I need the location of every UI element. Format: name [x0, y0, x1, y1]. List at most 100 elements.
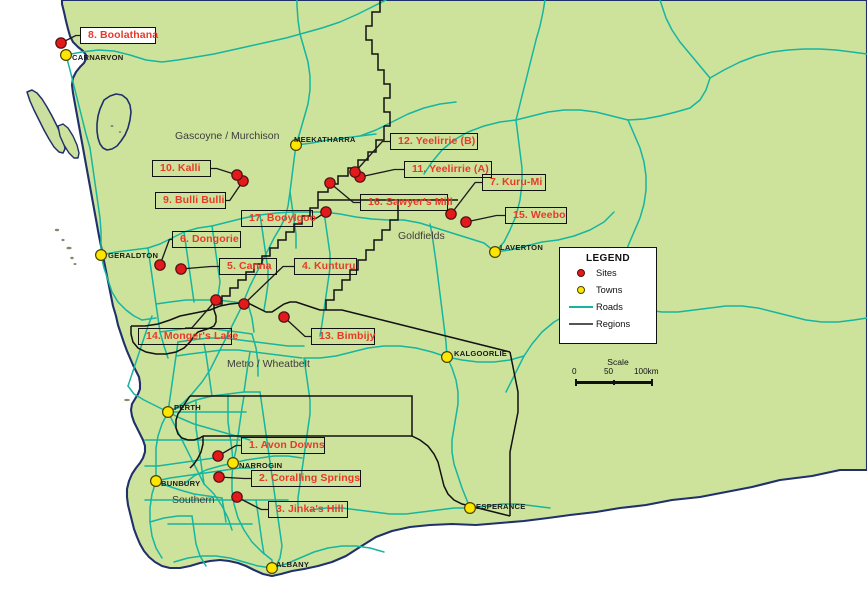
land-polygon-mainland [60, 0, 867, 578]
region-name-gascoyne-murchison: Gascoyne / Murchison [175, 130, 280, 142]
site-label-text: 11. Yeelirrie (A) [412, 163, 489, 176]
town-name-meekatharra: MEEKATHARRA [294, 135, 356, 144]
region-name-southern: Southern [172, 494, 215, 506]
site-label-13[interactable]: 13. Bimbijy [311, 328, 375, 345]
legend-item-regions: Regions [560, 316, 656, 332]
landmass-group [26, 0, 867, 578]
site-label-6[interactable]: 6. Dongorie [172, 231, 241, 248]
legend-item-roads: Roads [560, 299, 656, 315]
town-name-narrogin: NARROGIN [239, 461, 283, 470]
town-dot-carnarvon[interactable] [59, 48, 72, 61]
scale-title: Scale [607, 357, 629, 367]
site-dot-1[interactable] [212, 450, 224, 462]
site-label-text: 5. Canna [227, 260, 272, 273]
legend-title: LEGEND [585, 253, 631, 264]
site-dot-7[interactable] [445, 208, 457, 220]
site-dot-17[interactable] [320, 206, 332, 218]
site-label-12[interactable]: 12. Yeelirrie (B) [390, 133, 478, 150]
region-name-metro-wheatbelt: Metro / Wheatbelt [227, 358, 310, 370]
site-label-8[interactable]: 8. Boolathana [80, 27, 158, 44]
legend-label-sites: Sites [596, 268, 617, 278]
site-dots-group [55, 37, 472, 503]
leader-line-13 [283, 316, 311, 338]
town-name-esperance: ESPERANCE [476, 502, 526, 511]
site-dot-12[interactable] [349, 166, 361, 178]
leader-line-10 [211, 167, 238, 176]
site-label-5[interactable]: 5. Canna [219, 258, 277, 275]
site-label-3[interactable]: 3. Jinka's Hill [268, 501, 348, 518]
site-label-15[interactable]: 15. Weebo [505, 207, 567, 224]
scale-bar: Scale 0 50 100km [572, 357, 664, 386]
town-dot-kalgoorlie[interactable] [441, 351, 454, 364]
site-dot-6[interactable] [154, 259, 166, 271]
site-dot-14[interactable] [210, 294, 222, 306]
site-label-7[interactable]: 7. Kuru-Mi [482, 174, 546, 191]
site-label-4[interactable]: 4. Kunturu [294, 258, 357, 275]
leader-line-16 [329, 182, 360, 204]
site-label-14[interactable]: 14. Monger's Lake [138, 328, 238, 345]
leader-line-6 [159, 238, 172, 266]
town-dot-icon [566, 286, 596, 294]
town-dot-albany[interactable] [266, 561, 279, 574]
site-label-1[interactable]: 1. Avon Downs [241, 437, 325, 454]
site-label-16[interactable]: 16. Sawyer's Mill [360, 194, 453, 211]
leader-line-9 [226, 180, 244, 202]
town-dot-esperance[interactable] [464, 502, 477, 515]
land-islets [54, 125, 130, 402]
scale-tick-50: 50 [604, 367, 614, 376]
site-label-text: 2. Coralling Springs [259, 472, 361, 485]
site-dot-8[interactable] [55, 37, 67, 49]
site-dot-16[interactable] [324, 177, 336, 189]
site-label-2[interactable]: 2. Coralling Springs [251, 470, 361, 487]
site-dot-15[interactable] [460, 216, 472, 228]
town-name-bunbury: BUNBURY [161, 479, 201, 488]
road-network [65, 0, 867, 569]
leader-line-7 [450, 181, 482, 215]
region-name-goldfields: Goldfields [398, 230, 445, 242]
site-dot-3[interactable] [231, 491, 243, 503]
leader-line-5 [180, 265, 219, 270]
site-dot-4[interactable] [238, 298, 250, 310]
town-name-laverton: LAVERTON [500, 243, 544, 252]
site-label-11[interactable]: 11. Yeelirrie (A) [404, 161, 492, 178]
legend-label-regions: Regions [596, 319, 631, 329]
site-label-text: 6. Dongorie [180, 233, 239, 246]
site-label-text: 14. Monger's Lake [146, 330, 239, 343]
site-label-9[interactable]: 9. Bulli Bulli [155, 192, 226, 209]
leader-line-11 [359, 168, 404, 178]
site-label-text: 10. Kalli [160, 162, 201, 175]
town-dot-bunbury[interactable] [150, 475, 163, 488]
site-label-text: 13. Bimbijy [319, 330, 376, 343]
site-label-text: 9. Bulli Bulli [163, 194, 225, 207]
site-label-10[interactable]: 10. Kalli [152, 160, 211, 177]
leader-line-1 [217, 444, 241, 457]
land-island-bernier [57, 123, 80, 159]
legend-label-roads: Roads [596, 302, 623, 312]
town-name-albany: ALBANY [276, 560, 310, 569]
leader-line-2 [218, 476, 251, 480]
town-name-kalgoorlie: KALGOORLIE [454, 349, 508, 358]
site-dot-2[interactable] [213, 471, 225, 483]
scale-tick-0: 0 [572, 367, 577, 376]
town-dot-meekatharra[interactable] [290, 139, 303, 152]
town-dots-group [59, 48, 502, 574]
town-dot-perth[interactable] [162, 406, 175, 419]
site-label-text: 3. Jinka's Hill [276, 503, 344, 516]
town-dot-narrogin[interactable] [227, 457, 240, 470]
site-dot-10[interactable] [231, 169, 243, 181]
site-label-17[interactable]: 17. Booylgoo [241, 210, 316, 227]
town-dot-geraldton[interactable] [94, 249, 107, 262]
site-dot-13[interactable] [278, 311, 290, 323]
leader-line-3 [236, 496, 268, 511]
town-dot-laverton[interactable] [489, 246, 502, 259]
legend-item-towns: Towns [560, 282, 656, 298]
land-peninsula-peron [96, 93, 132, 151]
town-name-carnarvon: CARNARVON [72, 53, 124, 62]
leader-line-4 [243, 265, 294, 305]
site-dot-5[interactable] [175, 263, 187, 275]
site-label-text: 4. Kunturu [302, 260, 356, 273]
site-label-text: 15. Weebo [513, 209, 566, 222]
site-dot-icon [566, 269, 596, 277]
